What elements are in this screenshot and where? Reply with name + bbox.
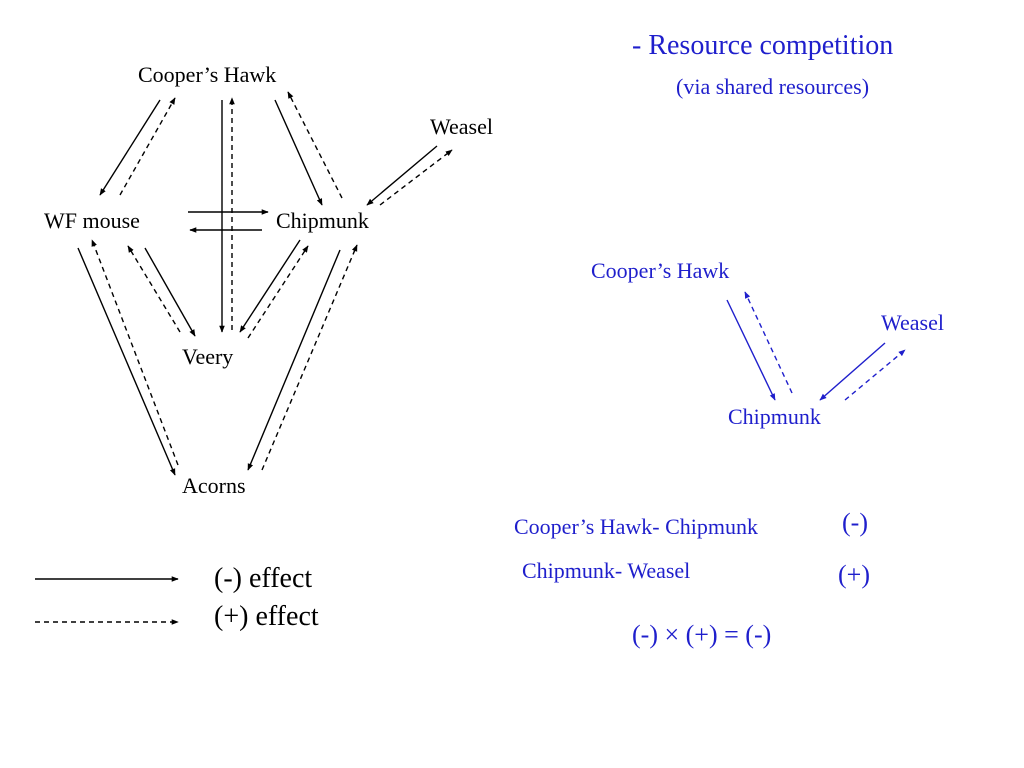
legend-negative-label: (-) effect xyxy=(214,563,313,594)
interaction-chipmunk-weasel-label: Chipmunk- Weasel xyxy=(522,558,691,583)
subweb-chipmunk: Chipmunk xyxy=(728,404,821,429)
hawk-to-mouse-negative-arrow xyxy=(99,99,161,196)
node-coopers-hawk: Cooper’s Hawk xyxy=(138,62,277,87)
mouse-to-hawk-positive-arrow xyxy=(119,97,176,196)
chipmunk-to-veery-negative-arrow xyxy=(239,239,301,333)
sub-weasel-to-chipmunk-negative-arrow xyxy=(819,342,886,401)
subweb-coopers-hawk: Cooper’s Hawk xyxy=(591,258,730,283)
legend-positive-label: (+) effect xyxy=(214,601,319,632)
interaction-hawk-chipmunk-label: Cooper’s Hawk- Chipmunk xyxy=(514,514,759,539)
chipmunk-to-acorns-negative-arrow xyxy=(247,249,341,471)
hawk-to-chipmunk-negative-arrow xyxy=(274,99,323,206)
node-wf-mouse: WF mouse xyxy=(44,208,140,233)
chipmunk-to-weasel-positive-arrow xyxy=(379,149,453,206)
node-chipmunk: Chipmunk xyxy=(276,208,369,233)
chipmunk-to-hawk-positive-arrow xyxy=(287,91,343,199)
mouse-to-veery-negative-arrow xyxy=(144,247,196,337)
veery-to-mouse-positive-arrow xyxy=(127,245,181,333)
interaction-chipmunk-weasel-sign: (+) xyxy=(838,560,870,589)
sub-chipmunk-to-weasel-positive-arrow xyxy=(844,349,906,401)
interaction-equation: (-) × (+) = (-) xyxy=(632,620,772,649)
sub-chipmunk-to-hawk-positive-arrow xyxy=(744,291,793,394)
subweb-weasel: Weasel xyxy=(881,310,944,335)
interaction-hawk-chipmunk-sign: (-) xyxy=(842,508,868,537)
veery-to-chipmunk-positive-arrow xyxy=(247,245,309,339)
title-line-1: - Resource competition xyxy=(632,30,894,61)
weasel-to-chipmunk-negative-arrow xyxy=(366,145,438,206)
node-acorns: Acorns xyxy=(182,473,246,498)
node-veery: Veery xyxy=(182,344,234,369)
acorns-to-mouse-positive-arrow xyxy=(91,239,179,466)
title-line-2: (via shared resources) xyxy=(676,74,870,99)
node-weasel: Weasel xyxy=(430,114,493,139)
sub-hawk-to-chipmunk-negative-arrow xyxy=(726,299,776,401)
acorns-to-chipmunk-positive-arrow xyxy=(261,244,358,471)
mouse-to-acorns-negative-arrow xyxy=(77,247,176,476)
